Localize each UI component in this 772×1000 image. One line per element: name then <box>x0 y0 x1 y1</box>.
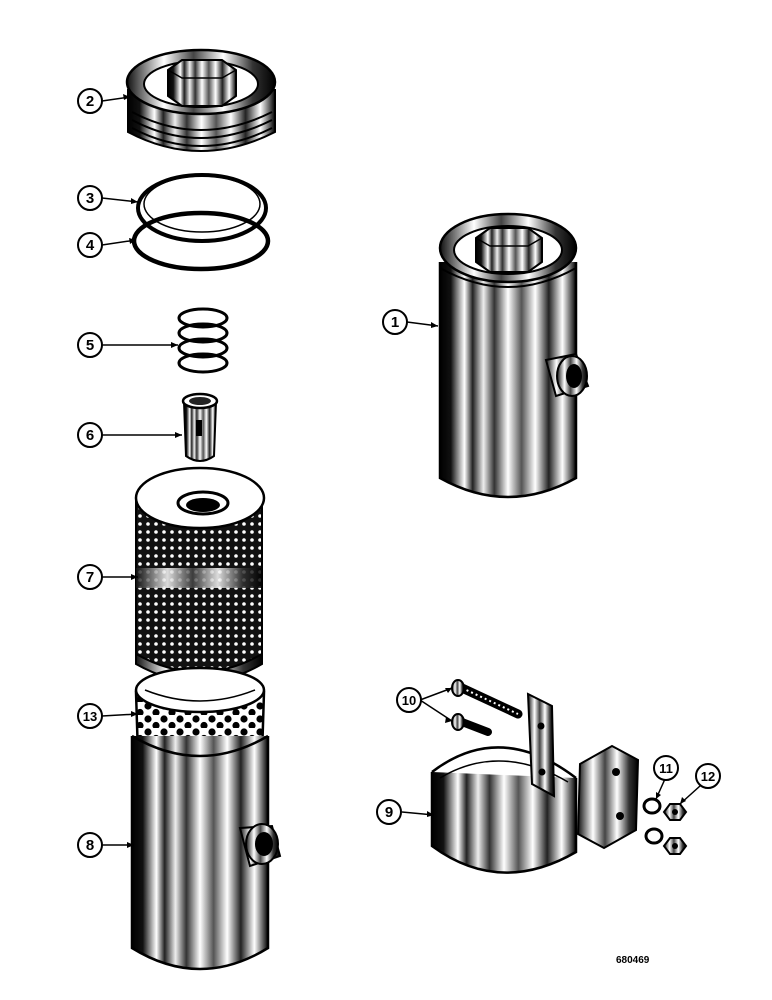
callout-3: 3 <box>77 185 103 211</box>
part-6-bypass-valve <box>181 392 219 462</box>
svg-text:11: 11 <box>659 761 673 776</box>
part-7-filter-element <box>134 466 266 683</box>
svg-text:8: 8 <box>86 837 94 854</box>
svg-text:10: 10 <box>402 693 416 708</box>
part-10-bolts <box>451 679 523 736</box>
callout-13: 13 <box>77 703 103 729</box>
svg-text:4: 4 <box>86 237 95 254</box>
callout-4: 4 <box>77 232 103 258</box>
callout-6: 6 <box>77 422 103 448</box>
part-9-mounting-bracket <box>430 692 640 874</box>
callout-9: 9 <box>376 799 402 825</box>
part-3-retaining-ring <box>136 173 268 243</box>
svg-text:9: 9 <box>385 804 393 821</box>
callout-1: 1 <box>382 309 408 335</box>
callout-5: 5 <box>77 332 103 358</box>
svg-text:2: 2 <box>86 93 94 110</box>
callout-7: 7 <box>77 564 103 590</box>
part-5-spring <box>177 307 229 374</box>
callout-8: 8 <box>77 832 103 858</box>
callout-12: 12 <box>695 763 721 789</box>
part-2-filter-cap <box>125 48 277 152</box>
part-1-filter-assembly <box>438 212 590 499</box>
leader-arrowheads <box>123 94 686 848</box>
callout-2: 2 <box>77 88 103 114</box>
callout-10: 10 <box>396 687 422 713</box>
svg-text:3: 3 <box>86 190 94 207</box>
part-11-lock-washers <box>642 797 664 845</box>
callout-11: 11 <box>653 755 679 781</box>
svg-text:12: 12 <box>701 769 715 784</box>
figure-number: 680469 <box>616 955 650 966</box>
part-12-nuts <box>662 803 688 855</box>
svg-text:1: 1 <box>391 314 399 331</box>
svg-text:7: 7 <box>86 569 94 586</box>
svg-text:6: 6 <box>86 427 94 444</box>
part-8-filter-body <box>130 734 282 971</box>
svg-text:5: 5 <box>86 337 94 354</box>
svg-text:13: 13 <box>83 709 97 724</box>
